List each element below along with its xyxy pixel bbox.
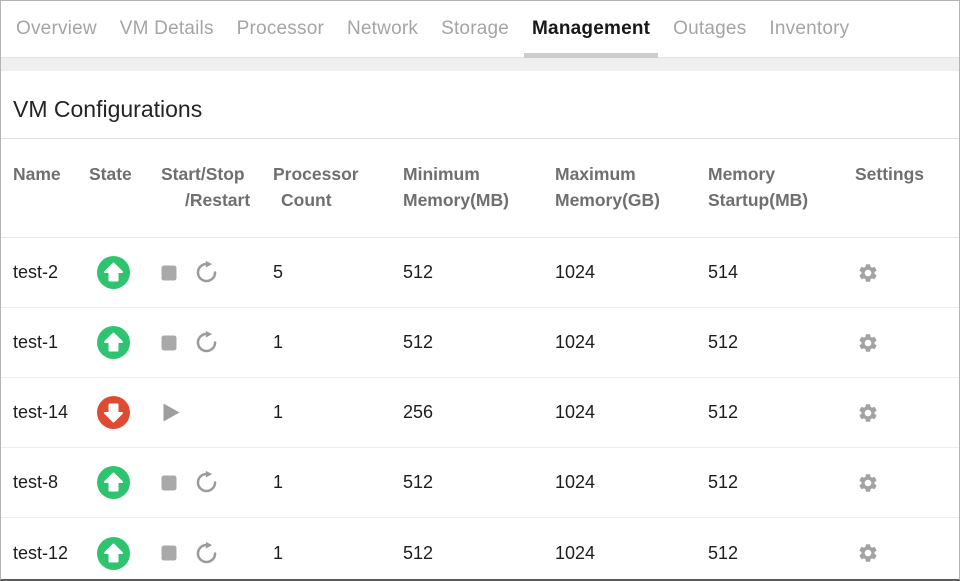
memory-startup: 512: [708, 402, 739, 422]
column-header-name: Name: [13, 164, 61, 184]
table-row: test-2 5 512 1024 514: [1, 238, 959, 308]
restart-button[interactable]: [194, 541, 219, 566]
settings-button[interactable]: [855, 262, 959, 284]
active-tab-underline: [524, 52, 659, 58]
processor-count: 1: [273, 472, 284, 492]
state-indicator: [89, 536, 161, 570]
column-header-state: State: [89, 164, 132, 184]
memory-startup: 512: [708, 472, 739, 492]
column-header-processor-count: Processor Count: [273, 164, 359, 210]
tab-bar: Overview VM Details Processor Network St…: [1, 1, 959, 58]
vm-name: test-14: [13, 402, 69, 422]
gear-icon: [857, 542, 879, 564]
arrow-up-circle-icon: [97, 536, 130, 570]
tab-storage[interactable]: Storage: [441, 18, 510, 39]
page-title: VM Configurations: [1, 71, 959, 139]
min-memory: 512: [403, 332, 434, 352]
stop-button[interactable]: [161, 335, 177, 351]
tab-network[interactable]: Network: [346, 18, 419, 39]
memory-startup: 512: [708, 542, 739, 563]
vm-name: test-12: [13, 542, 69, 563]
processor-count: 1: [273, 332, 284, 352]
column-header-start-stop-restart: Start/Stop /Restart: [161, 164, 251, 210]
settings-button[interactable]: [855, 542, 959, 564]
processor-count: 1: [273, 542, 284, 563]
column-header-min-memory: Minimum Memory(MB): [403, 164, 509, 210]
table-header-row: Name State Start/Stop /Restart Processor…: [1, 139, 959, 238]
gear-icon: [857, 472, 879, 494]
vm-name: test-8: [13, 472, 59, 492]
column-header-max-memory: Maximum Memory(GB): [555, 164, 661, 210]
processor-count: 5: [273, 262, 284, 282]
min-memory: 256: [403, 402, 434, 422]
tab-inventory[interactable]: Inventory: [769, 18, 850, 39]
arrow-down-circle-icon: [97, 396, 130, 429]
memory-startup: 512: [708, 332, 739, 352]
gear-icon: [857, 262, 879, 284]
arrow-up-circle-icon: [97, 256, 130, 289]
vm-name: test-1: [13, 332, 59, 352]
state-indicator: [89, 326, 161, 359]
vm-controls: [161, 260, 273, 285]
gear-icon: [857, 402, 879, 424]
restart-button[interactable]: [194, 330, 219, 355]
tab-vm-details[interactable]: VM Details: [119, 18, 214, 39]
min-memory: 512: [403, 262, 434, 282]
tab-management[interactable]: Management: [524, 1, 659, 58]
state-indicator: [89, 256, 161, 289]
vm-controls: [161, 330, 273, 355]
max-memory: 1024: [555, 472, 596, 492]
arrow-up-circle-icon: [97, 326, 130, 359]
settings-button[interactable]: [855, 472, 959, 494]
vm-name: test-2: [13, 262, 59, 282]
stop-button[interactable]: [161, 545, 177, 561]
min-memory: 512: [403, 472, 434, 492]
column-header-memory-startup: Memory Startup(MB): [708, 164, 809, 210]
vm-controls: [161, 401, 273, 424]
table-row: test-1 1 512 1024 512: [1, 308, 959, 378]
tab-processor[interactable]: Processor: [236, 18, 324, 39]
stop-button[interactable]: [161, 475, 177, 491]
memory-startup: 514: [708, 262, 739, 282]
state-indicator: [89, 396, 161, 429]
state-indicator: [89, 466, 161, 499]
max-memory: 1024: [555, 542, 596, 563]
stop-button[interactable]: [161, 265, 177, 281]
table-row: test-12 1 512 1024 512: [1, 518, 959, 579]
restart-button[interactable]: [194, 260, 219, 285]
tab-outages[interactable]: Outages: [673, 18, 747, 39]
table-row: test-14 1 256 1024 512: [1, 378, 959, 448]
restart-button[interactable]: [194, 470, 219, 495]
tab-overview[interactable]: Overview: [16, 18, 97, 39]
processor-count: 1: [273, 402, 284, 422]
max-memory: 1024: [555, 402, 596, 422]
tab-management-label: Management: [532, 18, 651, 39]
column-header-settings: Settings: [855, 164, 925, 184]
play-button[interactable]: [161, 401, 182, 424]
min-memory: 512: [403, 542, 434, 563]
page-background-strip: [1, 58, 959, 71]
vm-controls: [161, 470, 273, 495]
max-memory: 1024: [555, 332, 596, 352]
arrow-up-circle-icon: [97, 466, 130, 499]
vm-controls: [161, 541, 273, 566]
table-row: test-8 1 512 1024 512: [1, 448, 959, 518]
max-memory: 1024: [555, 262, 596, 282]
settings-button[interactable]: [855, 402, 959, 424]
settings-button[interactable]: [855, 332, 959, 354]
gear-icon: [857, 332, 879, 354]
vm-configurations-card: VM Configurations Name State Start/Stop …: [1, 71, 959, 579]
